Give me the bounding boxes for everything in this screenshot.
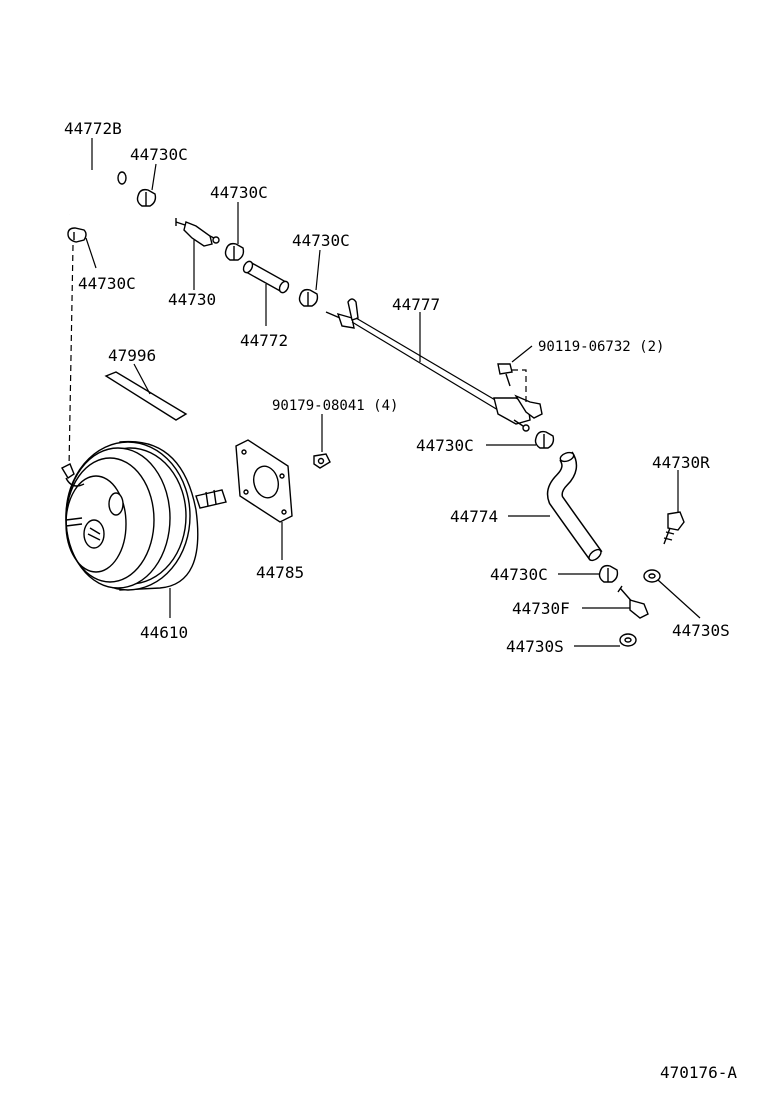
bolt-dash-line bbox=[512, 369, 527, 402]
hose-44774 bbox=[546, 451, 603, 562]
clamp-44730C-top bbox=[136, 188, 157, 207]
label-44772B: 44772B bbox=[64, 119, 122, 138]
label-44730: 44730 bbox=[168, 290, 216, 309]
label-44610: 44610 bbox=[140, 623, 188, 642]
label-44730R: 44730R bbox=[652, 453, 710, 472]
leader-44730C-right bbox=[315, 249, 321, 291]
label-44730C-lower: 44730C bbox=[490, 565, 548, 584]
union-44730R bbox=[663, 511, 685, 545]
label-44772: 44772 bbox=[240, 331, 288, 350]
label-44730C-mid: 44730C bbox=[210, 183, 268, 202]
clamp-44730C-left bbox=[67, 227, 87, 243]
label-90119: 90119-06732 (2) bbox=[538, 339, 664, 355]
label-44774: 44774 bbox=[450, 507, 498, 526]
label-44730S-lower: 44730S bbox=[506, 637, 564, 656]
washer-44730S-right bbox=[643, 569, 661, 583]
clamp-44730C-right bbox=[298, 288, 319, 307]
label-44777: 44777 bbox=[392, 295, 440, 314]
bolt-90119 bbox=[497, 363, 513, 387]
leader-44730S-right bbox=[657, 579, 701, 619]
leader-44730C-left bbox=[85, 237, 97, 269]
clamp-44730C-mid bbox=[224, 242, 245, 261]
union-bolt-44730F bbox=[617, 585, 649, 619]
label-44730C-top: 44730C bbox=[130, 145, 188, 164]
washer-44730S-lower bbox=[619, 633, 637, 647]
label-44785: 44785 bbox=[256, 563, 304, 582]
label-90179: 90179-08041 (4) bbox=[272, 398, 398, 414]
hose-44772 bbox=[242, 260, 290, 294]
label-44730C-pipe-end: 44730C bbox=[416, 436, 474, 455]
gasket-44785 bbox=[235, 439, 293, 523]
leader-44730C-top bbox=[151, 163, 157, 191]
figure-id: 470176-A bbox=[660, 1063, 737, 1082]
seal-47996 bbox=[104, 371, 188, 421]
label-44730C-left: 44730C bbox=[78, 274, 136, 293]
hose-44772B bbox=[65, 167, 127, 216]
label-44730S-right: 44730S bbox=[672, 621, 730, 640]
leader-90119 bbox=[511, 345, 533, 363]
label-44730F: 44730F bbox=[512, 599, 570, 618]
assembly-dash-line bbox=[68, 244, 74, 469]
leader-47996 bbox=[133, 363, 151, 395]
nut-90179 bbox=[313, 453, 331, 469]
label-44730C-right: 44730C bbox=[292, 231, 350, 250]
brake-booster-44610 bbox=[61, 440, 227, 591]
vacuum-pipe-44777 bbox=[325, 298, 543, 432]
check-valve-44730 bbox=[175, 218, 220, 247]
label-47996: 47996 bbox=[108, 346, 156, 365]
clamp-44730C-lower bbox=[598, 564, 619, 583]
clamp-44730C-pipe-end bbox=[534, 430, 555, 449]
